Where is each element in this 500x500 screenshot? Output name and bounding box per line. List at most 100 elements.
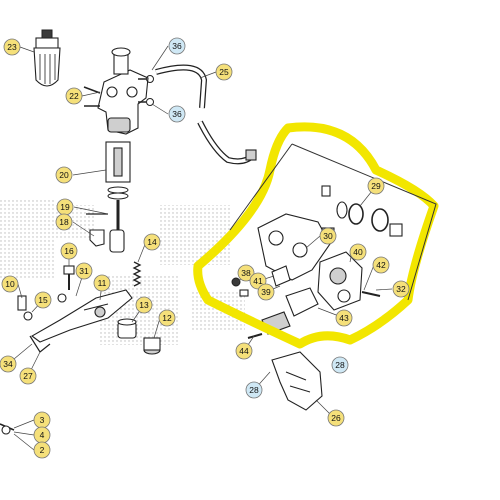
callout-22[interactable]: 22	[65, 87, 83, 105]
callout-40-label: 40	[353, 247, 363, 257]
callout-28-left-label: 28	[249, 385, 259, 395]
callout-20[interactable]: 20	[55, 166, 73, 184]
callout-25[interactable]: 25	[215, 63, 233, 81]
callout-36-bottom[interactable]: 36	[168, 105, 186, 123]
callout-36-top[interactable]: 36	[168, 37, 186, 55]
clip-parts	[86, 213, 108, 247]
callout-36-bottom-circle	[168, 105, 186, 123]
callout-31-circle	[75, 262, 93, 280]
spring-part	[132, 261, 142, 287]
callout-13[interactable]: 13	[135, 296, 153, 314]
master-cylinder-part	[83, 47, 154, 135]
callout-2-circle	[33, 441, 51, 459]
callout-15[interactable]: 15	[34, 291, 52, 309]
callout-30-circle	[319, 227, 337, 245]
callout-29-label: 29	[371, 181, 381, 191]
callout-40[interactable]: 40	[349, 243, 367, 261]
callout-26-circle	[327, 409, 345, 427]
callout-15-circle	[34, 291, 52, 309]
callout-42-circle	[372, 256, 390, 274]
callout-2[interactable]: 2	[33, 441, 51, 459]
callout-38-circle	[237, 264, 255, 282]
callout-23[interactable]: 23	[3, 38, 21, 56]
callout-32-circle	[392, 280, 410, 298]
cap-part	[143, 337, 161, 355]
callout-28-left[interactable]: 28	[245, 381, 263, 399]
callout-31[interactable]: 31	[75, 262, 93, 280]
callout-44-circle	[235, 342, 253, 360]
callout-26-label: 26	[331, 413, 341, 423]
callout-22-label: 22	[69, 91, 79, 101]
callout-11-label: 11	[98, 278, 107, 288]
pin-part	[247, 333, 263, 339]
callout-16[interactable]: 16	[60, 242, 78, 260]
callout-28-left-circle	[245, 381, 263, 399]
callout-3[interactable]: 3	[33, 411, 51, 429]
callout-41-label: 41	[253, 276, 263, 286]
callout-20-circle	[55, 166, 73, 184]
callout-43-circle	[335, 309, 353, 327]
callout-34-label: 34	[3, 359, 13, 369]
callout-18-label: 18	[59, 217, 69, 227]
callout-25-label: 25	[219, 67, 229, 77]
bushing-part	[117, 318, 137, 339]
callout-18[interactable]: 18	[55, 213, 73, 231]
callout-34-circle	[0, 355, 17, 373]
callout-36-bottom-label: 36	[172, 109, 182, 119]
callout-29[interactable]: 29	[367, 177, 385, 195]
callout-28-right[interactable]: 28	[331, 356, 349, 374]
callout-11-circle	[93, 274, 111, 292]
callout-19[interactable]: 19	[56, 198, 74, 216]
caliper-body-part	[317, 251, 381, 311]
callout-28-right-label: 28	[335, 360, 345, 370]
callout-23-label: 23	[7, 42, 17, 52]
callout-42-label: 42	[376, 260, 386, 270]
callout-14-circle	[143, 233, 161, 251]
callout-22-circle	[65, 87, 83, 105]
callout-28-right-circle	[331, 356, 349, 374]
fastener-parts	[17, 265, 75, 321]
callout-43[interactable]: 43	[335, 309, 353, 327]
callout-10[interactable]: 10	[1, 275, 19, 293]
callout-42[interactable]: 42	[372, 256, 390, 274]
piston-kit-part	[105, 141, 131, 253]
callout-19-label: 19	[60, 202, 70, 212]
callout-36-top-label: 36	[172, 41, 182, 51]
callout-12[interactable]: 12	[158, 309, 176, 327]
callout-25-circle	[215, 63, 233, 81]
callout-4-label: 4	[40, 430, 45, 440]
callout-27[interactable]: 27	[19, 367, 37, 385]
callout-13-circle	[135, 296, 153, 314]
callout-29-circle	[367, 177, 385, 195]
callout-4[interactable]: 4	[33, 426, 51, 444]
callout-16-circle	[60, 242, 78, 260]
callout-11[interactable]: 11	[93, 274, 111, 292]
callout-26[interactable]: 26	[327, 409, 345, 427]
callout-34[interactable]: 34	[0, 355, 17, 373]
callout-32[interactable]: 32	[392, 280, 410, 298]
callout-38[interactable]: 38	[237, 264, 255, 282]
callout-14[interactable]: 14	[143, 233, 161, 251]
callout-39[interactable]: 39	[257, 283, 275, 301]
brake-hose-part	[155, 64, 257, 165]
callout-20-label: 20	[59, 170, 69, 180]
callout-27-circle	[19, 367, 37, 385]
callout-14-label: 14	[147, 237, 157, 247]
disc-guard-part	[271, 351, 323, 411]
callout-18-circle	[55, 213, 73, 231]
callout-30[interactable]: 30	[319, 227, 337, 245]
callout-30-label: 30	[323, 231, 333, 241]
filter-cartridge-part	[33, 29, 61, 87]
callout-44[interactable]: 44	[235, 342, 253, 360]
callout-38-label: 38	[241, 268, 251, 278]
seal-kit-part	[321, 185, 403, 237]
callout-2-label: 2	[40, 445, 45, 455]
highlight-outline	[193, 122, 439, 349]
bolt-parts	[0, 423, 15, 435]
callout-40-circle	[349, 243, 367, 261]
callout-13-label: 13	[139, 300, 149, 310]
callout-10-label: 10	[5, 279, 15, 289]
callout-12-label: 12	[162, 313, 172, 323]
callout-32-label: 32	[396, 284, 406, 294]
